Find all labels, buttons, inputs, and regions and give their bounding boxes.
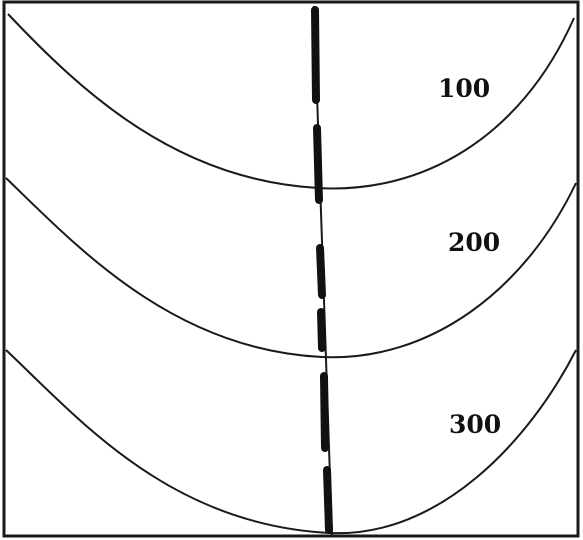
axis-dash	[313, 124, 323, 204]
axis-dash	[320, 372, 329, 452]
contour-label-200: 200	[448, 228, 500, 257]
axis-dash	[317, 308, 326, 352]
contour-label-300: 300	[449, 410, 501, 439]
axis-dash	[323, 466, 333, 534]
contour-label-100: 100	[438, 74, 490, 103]
axis-dash	[311, 6, 320, 104]
contour-line-200	[5, 177, 577, 359]
axis-dash	[316, 244, 326, 299]
